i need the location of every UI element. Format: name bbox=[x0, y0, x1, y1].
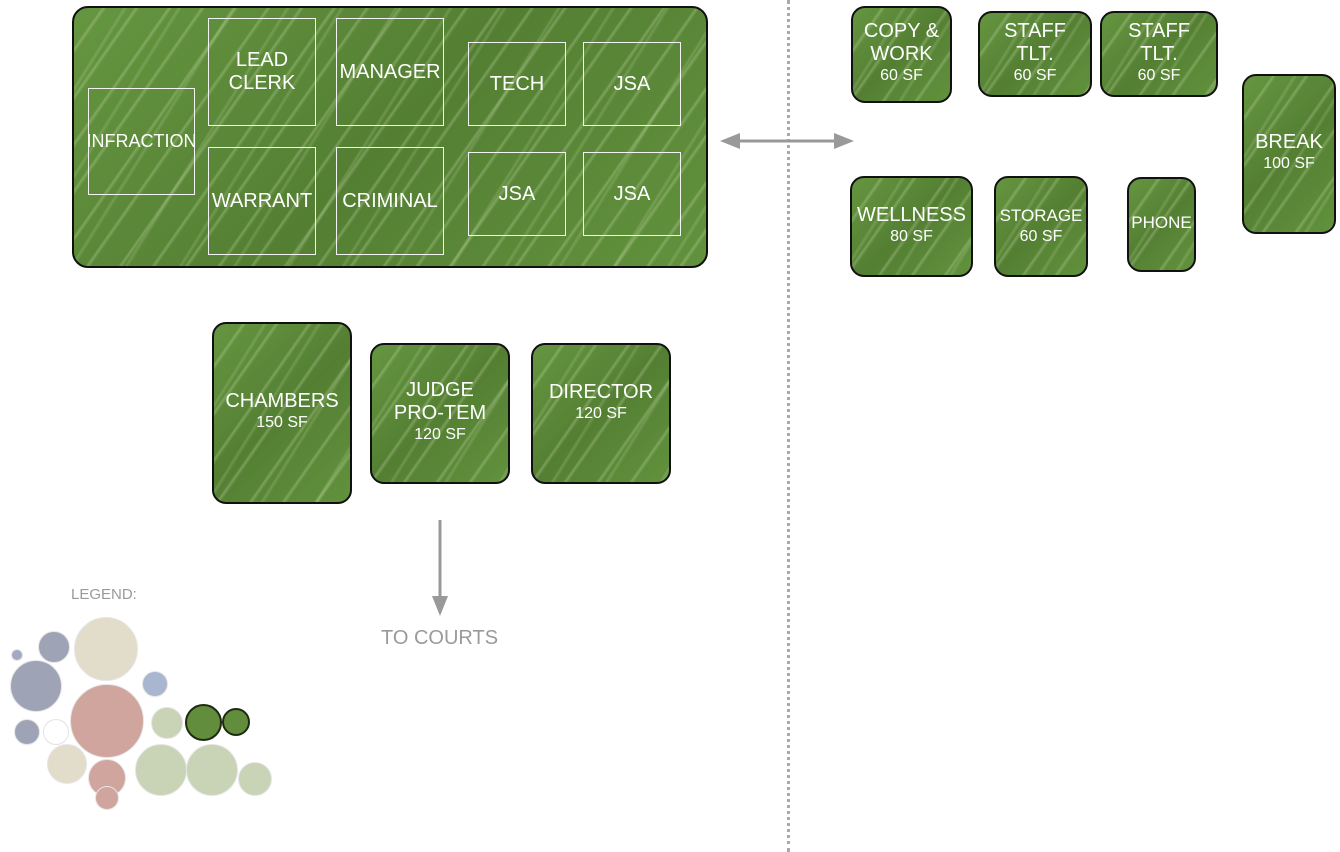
room-staff-toilet-2[interactable]: STAFF TLT. 60 SF bbox=[1100, 11, 1218, 97]
legend-circle bbox=[142, 671, 168, 697]
room-chambers[interactable]: CHAMBERS 150 SF bbox=[212, 322, 352, 504]
room-area: 60 SF bbox=[1019, 227, 1063, 245]
to-courts-label: TO COURTS bbox=[381, 627, 499, 649]
legend-circle bbox=[185, 704, 222, 741]
room-storage[interactable]: STORAGE 60 SF bbox=[994, 176, 1088, 277]
workstation-criminal[interactable]: CRIMINAL bbox=[336, 147, 444, 255]
room-name: STAFF TLT. bbox=[1128, 19, 1190, 65]
workstation-jsa-2[interactable]: JSA bbox=[468, 152, 566, 236]
room-phone[interactable]: PHONE bbox=[1127, 177, 1196, 272]
workstation-infraction[interactable]: INFRACTION bbox=[87, 88, 197, 195]
legend-circle bbox=[10, 660, 62, 712]
workstation-jsa-3[interactable]: JSA bbox=[583, 152, 681, 236]
legend-circle bbox=[14, 719, 40, 745]
room-area: 60 SF bbox=[1013, 66, 1057, 84]
workstation-lead-clerk[interactable]: LEAD CLERK bbox=[208, 18, 316, 126]
workstation-manager[interactable]: MANAGER bbox=[336, 18, 444, 126]
room-area: 120 SF bbox=[575, 405, 627, 422]
legend-circle bbox=[186, 744, 238, 796]
legend-circle bbox=[151, 707, 183, 739]
room-name: STAFF TLT. bbox=[1004, 19, 1066, 65]
legend-circle bbox=[238, 762, 272, 796]
room-name: WELLNESS bbox=[857, 203, 966, 226]
legend-circle bbox=[70, 684, 144, 758]
open-office-area[interactable]: INFRACTION LEAD CLERK MANAGER TECH JSA W… bbox=[72, 6, 708, 268]
room-area: 60 SF bbox=[1137, 66, 1181, 84]
room-area: 150 SF bbox=[256, 414, 308, 431]
room-name: CHAMBERS bbox=[225, 390, 339, 412]
workstation-jsa-1[interactable]: JSA bbox=[583, 42, 681, 126]
room-staff-toilet-1[interactable]: STAFF TLT. 60 SF bbox=[978, 11, 1092, 97]
room-name: COPY & WORK bbox=[863, 20, 940, 65]
room-break[interactable]: BREAK 100 SF bbox=[1242, 74, 1336, 234]
room-area: 80 SF bbox=[890, 227, 933, 245]
workstation-warrant[interactable]: WARRANT bbox=[208, 147, 316, 255]
room-copy-work[interactable]: COPY & WORK 60 SF bbox=[851, 6, 952, 103]
legend-circle bbox=[74, 617, 138, 681]
to-courts-arrow bbox=[432, 520, 448, 616]
room-name: STORAGE bbox=[999, 205, 1083, 225]
room-area: 60 SF bbox=[880, 67, 923, 84]
legend-circle bbox=[43, 719, 69, 745]
legend-circle bbox=[95, 786, 119, 810]
legend-title: LEGEND: bbox=[71, 586, 137, 603]
room-name: JUDGE PRO-TEM bbox=[393, 379, 487, 424]
workstation-tech[interactable]: TECH bbox=[468, 42, 566, 126]
legend-circle bbox=[135, 744, 187, 796]
room-wellness[interactable]: WELLNESS 80 SF bbox=[850, 176, 973, 277]
adjacency-double-arrow bbox=[720, 133, 854, 149]
room-area: 100 SF bbox=[1263, 155, 1315, 172]
legend-circle bbox=[47, 744, 87, 784]
zone-divider-line bbox=[787, 0, 790, 852]
legend-circle bbox=[222, 708, 250, 736]
legend-circle bbox=[38, 631, 70, 663]
room-judge-pro-tem[interactable]: JUDGE PRO-TEM 120 SF bbox=[370, 343, 510, 484]
room-name: DIRECTOR bbox=[548, 381, 654, 403]
room-area: 120 SF bbox=[414, 426, 466, 443]
room-director[interactable]: DIRECTOR 120 SF bbox=[531, 343, 671, 484]
room-name: BREAK bbox=[1255, 131, 1323, 153]
room-name: PHONE bbox=[1131, 213, 1192, 232]
legend-circle bbox=[11, 649, 23, 661]
